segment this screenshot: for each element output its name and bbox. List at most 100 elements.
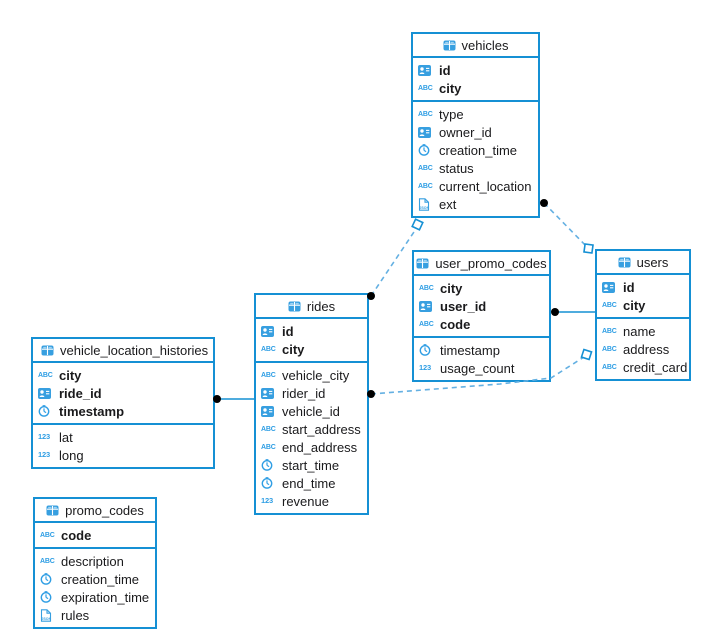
relation-square-marker	[411, 218, 424, 231]
column-row[interactable]: id	[597, 278, 689, 296]
column-row[interactable]: ABC end_address	[256, 438, 367, 456]
column-row[interactable]: ABC city	[256, 340, 367, 358]
column-label: start_address	[282, 421, 361, 437]
table-vehicle_location_histories[interactable]: vehicle_location_histories ABC city ride…	[31, 337, 215, 469]
table-header[interactable]: vehicles	[413, 34, 538, 58]
column-label: creation_time	[439, 142, 518, 158]
columns-section: ABC vehicle_city rider_id vehicle_id ABC…	[256, 363, 367, 513]
column-row[interactable]: ride_id	[33, 384, 213, 402]
number-icon: 123	[38, 450, 50, 460]
table-promo_codes[interactable]: promo_codes ABC code ABC description cre…	[33, 497, 157, 629]
column-row[interactable]: rules	[35, 606, 155, 624]
connection-rides-users[interactable]	[367, 348, 593, 398]
column-label: code	[61, 527, 92, 543]
string-icon: ABC	[261, 443, 276, 451]
string-icon: ABC	[418, 182, 433, 190]
table-header[interactable]: user_promo_codes	[414, 252, 549, 276]
column-label: city	[623, 297, 646, 313]
column-row[interactable]: vehicle_id	[256, 402, 367, 420]
column-label: creation_time	[61, 571, 140, 587]
column-label: ext	[439, 196, 457, 212]
column-label: lat	[59, 429, 73, 445]
column-row[interactable]: ABC name	[597, 322, 689, 340]
column-label: id	[282, 323, 294, 339]
column-row[interactable]: end_time	[256, 474, 367, 492]
relation-dot	[213, 395, 221, 403]
key-columns-section: id ABC city	[597, 275, 689, 319]
column-row[interactable]: ABC vehicle_city	[256, 366, 367, 384]
column-label: owner_id	[439, 124, 492, 140]
column-row[interactable]: ABC code	[35, 526, 155, 544]
table-vehicles[interactable]: vehicles id ABC city ABC type owner_id	[411, 32, 540, 218]
connection-vehicles-users[interactable]	[540, 199, 594, 254]
string-icon: ABC	[261, 425, 276, 433]
table-user_promo_codes[interactable]: user_promo_codes ABC city user_id ABC co…	[412, 250, 551, 382]
column-label: revenue	[282, 493, 329, 509]
column-row[interactable]: expiration_time	[35, 588, 155, 606]
column-label: address	[623, 341, 670, 357]
column-label: usage_count	[440, 360, 515, 376]
key-columns-section: ABC city ride_id timestamp	[33, 363, 213, 425]
column-label: end_time	[282, 475, 336, 491]
table-header[interactable]: rides	[256, 295, 367, 319]
column-row[interactable]: ABC address	[597, 340, 689, 358]
connection-vehicle_location_histories-rides[interactable]	[213, 395, 254, 403]
column-row[interactable]: user_id	[414, 297, 549, 315]
table-title: users	[636, 254, 669, 270]
connection-user_promo_codes-users[interactable]	[551, 308, 595, 316]
column-row[interactable]: id	[256, 322, 367, 340]
column-label: ride_id	[59, 385, 102, 401]
table-users[interactable]: users id ABC city ABC name ABC address A…	[595, 249, 691, 381]
column-label: rider_id	[282, 385, 326, 401]
column-row[interactable]: ABC code	[414, 315, 549, 333]
column-row[interactable]: ext	[413, 195, 538, 213]
column-row[interactable]: start_time	[256, 456, 367, 474]
column-label: vehicle_city	[282, 367, 350, 383]
column-row[interactable]: rider_id	[256, 384, 367, 402]
column-row[interactable]: ABC city	[33, 366, 213, 384]
column-row[interactable]: ABC credit_card	[597, 358, 689, 376]
column-row[interactable]: timestamp	[33, 402, 213, 420]
table-header[interactable]: vehicle_location_histories	[33, 339, 213, 363]
column-row[interactable]: ABC type	[413, 105, 538, 123]
column-label: expiration_time	[61, 589, 150, 605]
table-header[interactable]: promo_codes	[35, 499, 155, 523]
column-row[interactable]: creation_time	[413, 141, 538, 159]
string-icon: ABC	[419, 284, 434, 292]
column-row[interactable]: creation_time	[35, 570, 155, 588]
column-row[interactable]: timestamp	[414, 341, 549, 359]
column-row[interactable]: 123 lat	[33, 428, 213, 446]
column-label: vehicle_id	[282, 403, 340, 419]
relation-square-marker	[580, 348, 593, 361]
connection-rides-vehicles[interactable]	[367, 218, 424, 300]
key-columns-section: id ABC city	[256, 319, 367, 363]
column-row[interactable]: ABC city	[597, 296, 689, 314]
column-row[interactable]: ABC start_address	[256, 420, 367, 438]
column-row[interactable]: owner_id	[413, 123, 538, 141]
column-label: city	[282, 341, 305, 357]
table-header[interactable]: users	[597, 251, 689, 275]
number-icon: 123	[38, 432, 50, 442]
columns-section: 123 lat 123 long	[33, 425, 213, 467]
table-rides[interactable]: rides id ABC city ABC vehicle_city rider…	[254, 293, 369, 515]
column-label: user_id	[440, 298, 487, 314]
key-columns-section: ABC city user_id ABC code	[414, 276, 549, 338]
column-row[interactable]: ABC description	[35, 552, 155, 570]
column-row[interactable]: 123 usage_count	[414, 359, 549, 377]
column-row[interactable]: ABC city	[414, 279, 549, 297]
relation-square-marker	[583, 243, 594, 254]
column-label: status	[439, 160, 474, 176]
column-label: type	[439, 106, 464, 122]
column-row[interactable]: ABC city	[413, 79, 538, 97]
column-row[interactable]: 123 long	[33, 446, 213, 464]
column-row[interactable]: 123 revenue	[256, 492, 367, 510]
string-icon: ABC	[602, 363, 617, 371]
column-row[interactable]: id	[413, 61, 538, 79]
column-row[interactable]: ABC current_location	[413, 177, 538, 195]
table-title: vehicle_location_histories	[60, 342, 209, 358]
relation-dot	[540, 199, 548, 207]
columns-section: ABC type owner_id creation_time ABC stat…	[413, 102, 538, 216]
column-row[interactable]: ABC status	[413, 159, 538, 177]
